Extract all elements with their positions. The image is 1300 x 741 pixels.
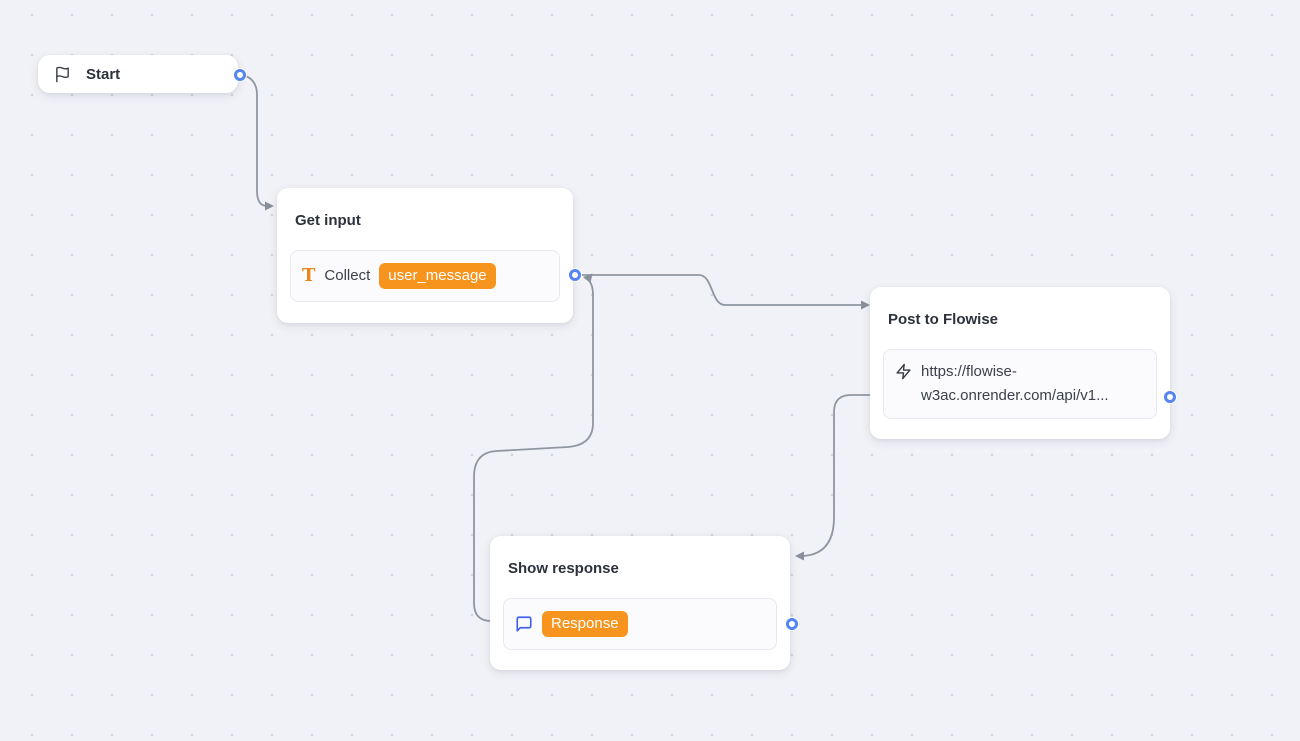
text-input-icon: T [302, 265, 316, 286]
output-connector-get-input[interactable] [569, 269, 581, 281]
arrowhead [583, 273, 593, 283]
flag-icon [54, 66, 71, 83]
node-get-input[interactable]: Get input T Collect user_message [277, 188, 573, 323]
edge-start-to-get-input[interactable] [242, 74, 274, 211]
lightning-icon [895, 363, 912, 380]
arrowhead [265, 201, 274, 211]
collect-input-item[interactable]: T Collect user_message [290, 250, 560, 302]
output-connector-post-to-flowise[interactable] [1164, 391, 1176, 403]
edge-get-input-to-post-to-flowise[interactable] [581, 274, 870, 310]
http-request-item[interactable]: https://flowise-w3ac.onrender.com/api/v1… [883, 349, 1157, 419]
node-start[interactable]: Start [38, 55, 238, 93]
variable-badge[interactable]: Response [542, 611, 628, 637]
chat-bubble-icon [515, 615, 533, 633]
node-title: Post to Flowise [888, 311, 999, 328]
output-connector-show-response[interactable] [786, 618, 798, 630]
node-title: Start [86, 65, 121, 83]
arrowhead [861, 300, 870, 310]
variable-badge[interactable]: user_message [379, 263, 496, 289]
output-connector-start[interactable] [234, 69, 246, 81]
node-post-to-flowise[interactable]: Post to Flowise https://flowise-w3ac.onr… [870, 287, 1170, 439]
node-title: Show response [508, 560, 619, 577]
edge-post-to-flowise-to-show-response[interactable] [795, 394, 870, 561]
node-show-response[interactable]: Show response Response [490, 536, 790, 670]
text-bubble-item[interactable]: Response [503, 598, 777, 650]
arrowhead [795, 551, 804, 561]
edge-show-response-to-get-input[interactable] [473, 273, 594, 622]
node-title: Get input [295, 212, 361, 229]
request-url: https://flowise-w3ac.onrender.com/api/v1… [921, 363, 1109, 404]
item-label: Collect [324, 267, 371, 284]
